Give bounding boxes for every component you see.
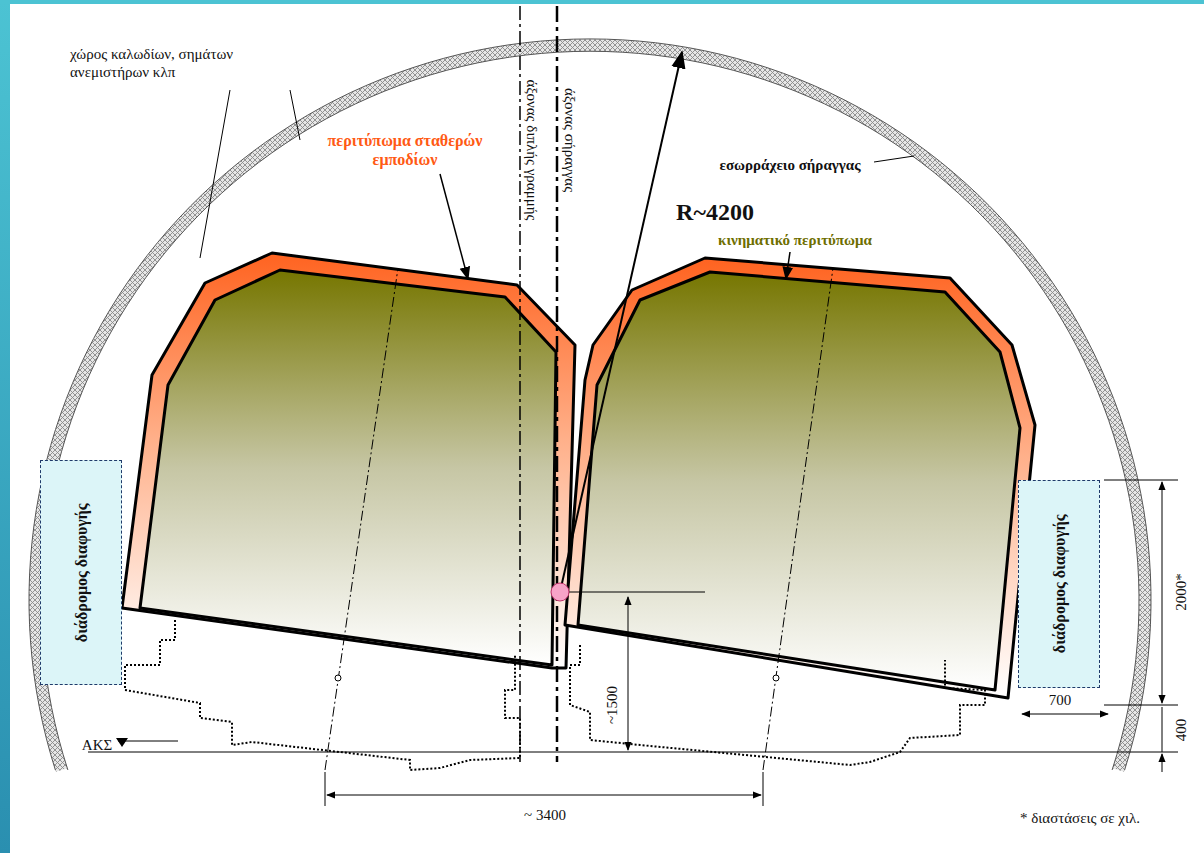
dimension-line [628,597,629,750]
pointer-arrow [440,174,468,279]
annotation-label: περιτύπωμα σταθερών εμποδίων [323,131,488,169]
annotation-label: ~ 3400 [524,806,566,824]
dimension-line [1162,707,1163,752]
leader-line [200,90,230,258]
dimension-line [1162,482,1163,703]
leader-line [874,156,914,162]
rail-level-line [88,752,1112,753]
dimension-label: 400 [1172,719,1190,742]
dimension-line [1162,754,1163,772]
extension-line [325,772,326,806]
radius-arrow [560,52,682,592]
dimension-label: ~1500 [603,686,621,724]
walkway-label: διάδρομος διαφυγής [72,503,90,642]
dimension-line [327,795,761,796]
annotation-label: ΑΚΣ [82,736,112,754]
extension-line [1104,480,1178,481]
escape-walkway: διάδρομος διαφυγής [40,460,122,685]
leader-line [290,90,300,140]
escape-walkway: διάδρομος διαφυγής [1018,480,1100,688]
annotation-label: 700 [1049,691,1072,709]
rail-level-marker [116,738,128,747]
tunnel-axis [556,6,559,762]
pointer-arrow [786,252,790,279]
bogie-outline [570,645,985,765]
walkway-label: διάδρομος διαφυγής [1050,515,1068,654]
annotation-label: χώρος καλωδίων, σημάτων ανεμιστήρων κλπ [70,45,310,81]
lining-outline [29,39,1151,770]
reference-line [560,592,705,593]
dimension-label: άξονας σήραγγας [561,88,579,192]
extension-line [1104,705,1178,706]
track-centerline [763,268,833,770]
kinematic-gauge [578,272,1020,690]
kinematic-gauge [140,270,556,665]
bogie-outline [125,620,520,770]
double-track-axis [519,6,521,762]
annotation-label: R~4200 [673,198,757,227]
extension-line [1112,752,1178,753]
dimension-label: άξονας διπλής γραμμής [523,79,541,220]
frame-bar [0,0,1204,4]
annotation-label: κινηματικό περιτύπωμα [718,231,872,249]
track-point [773,675,779,681]
extension-line [763,772,764,806]
track-centerline [325,268,398,770]
structure-gauge [565,258,1035,698]
lining-outline [41,51,1139,770]
dimension-line [1022,714,1108,715]
centre-point [551,583,569,601]
rail-level-marker [118,741,178,742]
track-point [335,675,341,681]
dimension-label: 2000* [1172,573,1190,611]
tunnel-lining [35,45,1145,770]
annotation-label: * διαστάσεις σε χιλ. [1020,809,1140,827]
annotation-label: εσωρράχειο σήραγγας [719,156,860,174]
frame-bar [0,0,10,853]
